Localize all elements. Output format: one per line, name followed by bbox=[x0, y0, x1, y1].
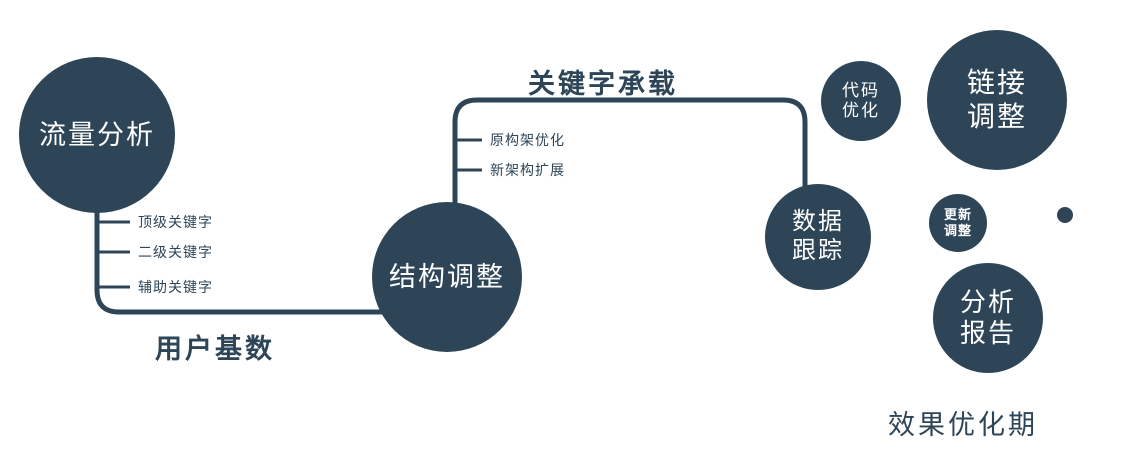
footer-effect-optimization-label: 效果优化期 bbox=[888, 410, 1038, 440]
edge-label-keyword-carry: 关键字承载 bbox=[528, 69, 678, 99]
node-code-optimization: 代码 优化 bbox=[821, 61, 901, 141]
connector-structure-tracking bbox=[452, 97, 808, 215]
node-link-adjustment: 链接 调整 bbox=[927, 30, 1067, 170]
tick-label-top-keywords: 顶级关键字 bbox=[138, 214, 213, 230]
node-small-dot bbox=[1057, 207, 1073, 223]
node-update-adjustment: 更新 调整 bbox=[929, 194, 987, 252]
tick-label-original-framework: 原构架优化 bbox=[490, 132, 565, 148]
tick-label-auxiliary-keywords: 辅助关键字 bbox=[138, 279, 213, 295]
connector-traffic-structure bbox=[94, 200, 440, 315]
edge-label-user-base: 用户基数 bbox=[155, 334, 275, 364]
tick-label-new-framework: 新架构扩展 bbox=[490, 162, 565, 178]
node-traffic-analysis: 流量分析 bbox=[19, 57, 175, 213]
node-structure-adjustment: 结构调整 bbox=[372, 202, 522, 352]
node-data-tracking: 数据 跟踪 bbox=[765, 184, 871, 290]
tick-label-secondary-keywords: 二级关键字 bbox=[138, 244, 213, 260]
node-analysis-report: 分析 报告 bbox=[933, 263, 1043, 373]
